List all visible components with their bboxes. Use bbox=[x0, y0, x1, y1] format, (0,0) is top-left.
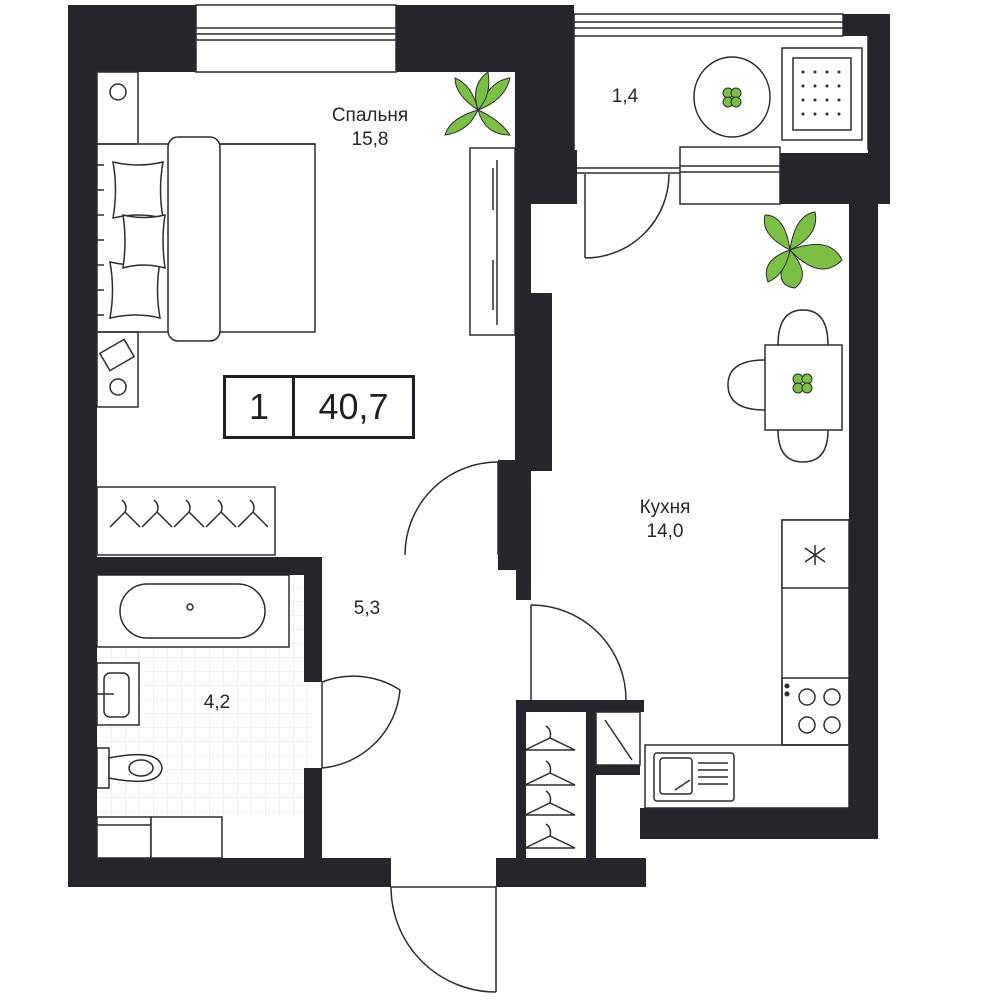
plant-icon bbox=[444, 71, 511, 136]
bathtub-icon bbox=[96, 574, 290, 648]
wall-left bbox=[68, 5, 97, 887]
monstera-plant-icon bbox=[763, 211, 843, 289]
dining-table-icon bbox=[727, 309, 843, 463]
apartment-badge: 1 40,7 bbox=[223, 375, 415, 439]
kitchen-counter-icon bbox=[644, 519, 850, 809]
room-label-kitchen: Кухня 14,0 bbox=[610, 496, 720, 544]
hanger-rack-icon bbox=[96, 486, 276, 556]
wall-closet-right bbox=[586, 700, 596, 870]
room-area: 14,0 bbox=[646, 521, 684, 542]
balcony-door-window-icon bbox=[577, 146, 781, 205]
room-label-hallway: 5,3 bbox=[332, 597, 402, 621]
room-area: 4,2 bbox=[203, 692, 231, 713]
balcony-table-icon bbox=[693, 56, 771, 138]
wall-partition-lower bbox=[498, 460, 531, 570]
room-label-bathroom: 4,2 bbox=[182, 691, 252, 715]
room-name: Спальня bbox=[331, 105, 409, 126]
stove-icon bbox=[781, 677, 850, 746]
dining-plant-icon bbox=[792, 373, 813, 394]
wall-closet-top bbox=[516, 700, 644, 712]
wall-column bbox=[531, 150, 577, 204]
wall-right bbox=[849, 195, 878, 839]
wall-kitchen-bottom bbox=[640, 808, 878, 839]
wall-partition-stub bbox=[516, 555, 531, 600]
room-label-bedroom: Спальня 15,8 bbox=[310, 104, 430, 152]
room-name: Кухня bbox=[639, 497, 691, 518]
toilet-icon bbox=[96, 747, 163, 789]
hanger-icon bbox=[524, 725, 576, 849]
wall-bath-right-lower bbox=[304, 768, 322, 878]
wall-closet-shaft bbox=[596, 765, 640, 775]
sink-icon bbox=[96, 662, 140, 726]
wall-bath-top bbox=[97, 557, 322, 575]
wall-partition bbox=[515, 200, 531, 460]
walls bbox=[68, 5, 890, 887]
wall-closet-left bbox=[516, 700, 526, 870]
room-count: 1 bbox=[226, 378, 295, 436]
table-plant-icon bbox=[722, 87, 742, 108]
balcony-window-icon bbox=[573, 13, 844, 37]
room-area: 15,8 bbox=[351, 129, 389, 150]
chair-icon bbox=[781, 47, 863, 141]
door-icon bbox=[321, 173, 670, 993]
pillow-icon bbox=[109, 161, 166, 320]
wall-balcony-bottom-right bbox=[780, 153, 890, 204]
window-icon bbox=[195, 4, 397, 73]
room-area: 5,3 bbox=[353, 598, 381, 619]
room-label-balcony: 1,4 bbox=[590, 85, 660, 109]
wall-bath-right bbox=[304, 557, 322, 682]
washing-machine-icon bbox=[96, 816, 223, 859]
nightstand-icon bbox=[96, 71, 139, 408]
shaft-icon bbox=[595, 711, 641, 766]
total-area: 40,7 bbox=[318, 386, 389, 427]
wall-kitchen-pier bbox=[531, 293, 552, 471]
room-area: 1,4 bbox=[611, 86, 639, 107]
kitchen-sink-icon bbox=[653, 752, 735, 802]
wall-bottom-left bbox=[68, 858, 391, 887]
wardrobe-icon bbox=[469, 147, 516, 336]
